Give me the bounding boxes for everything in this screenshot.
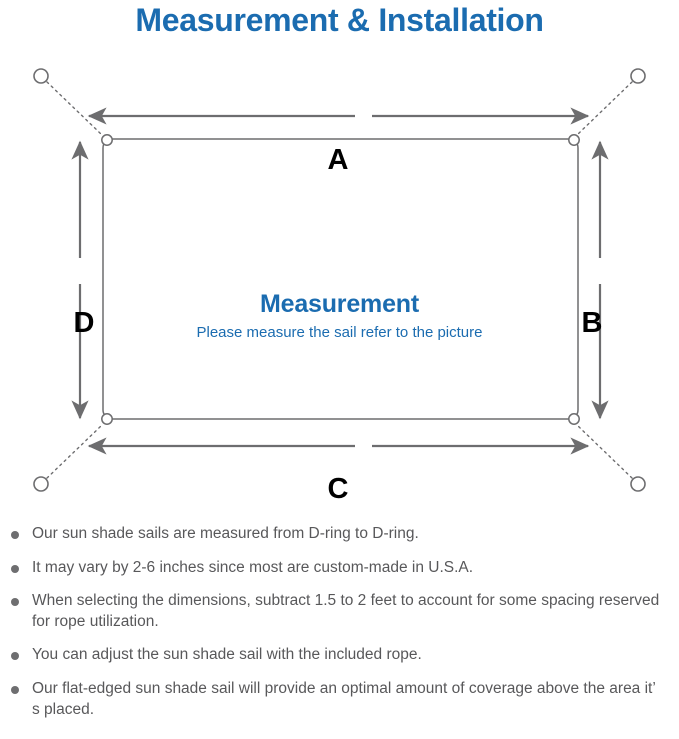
dimension-label-d: D [73, 307, 95, 339]
sail-center-title: Measurement [260, 290, 419, 318]
rope-line-bottom-left [46, 425, 102, 479]
bullet-icon [11, 598, 19, 607]
note-text: You can adjust the sun shade sail with t… [32, 646, 422, 664]
list-item: When selecting the dimensions, subtract … [0, 591, 679, 632]
bullet-icon [11, 652, 19, 661]
bullet-icon [11, 686, 19, 695]
notes-list: Our sun shade sails are measured from D-… [0, 524, 679, 733]
note-text: When selecting the dimensions, subtract … [32, 592, 660, 630]
dimension-label-b: B [581, 307, 603, 339]
diagram-svg [33, 68, 646, 492]
d-ring-top-right [568, 134, 580, 146]
anchor-ring-bottom-right [630, 476, 646, 492]
list-item: Our sun shade sails are measured from D-… [0, 524, 679, 545]
d-ring-bottom-left [101, 413, 113, 425]
rope-line-bottom-right [577, 425, 633, 479]
sail-measurement-diagram: Measurement Please measure the sail refe… [0, 46, 679, 516]
anchor-ring-top-left [33, 68, 49, 84]
note-text: Our flat-edged sun shade sail will provi… [32, 680, 671, 718]
dimension-label-a: A [327, 144, 349, 176]
anchor-ring-bottom-left [33, 476, 49, 492]
d-ring-top-left [101, 134, 113, 146]
sail-center-subtitle: Please measure the sail refer to the pic… [196, 324, 483, 341]
dimension-label-c: C [327, 473, 349, 505]
d-ring-bottom-right [568, 413, 580, 425]
bullet-icon [11, 531, 19, 539]
rope-line-top-right [577, 81, 633, 135]
note-text: Our sun shade sails are measured from D-… [32, 525, 419, 542]
anchor-ring-top-right [630, 68, 646, 84]
page-title: Measurement & Installation [135, 2, 544, 38]
sail-outline [102, 138, 579, 420]
list-item: Our flat-edged sun shade sail will provi… [0, 679, 679, 720]
bullet-icon [11, 564, 19, 573]
rope-line-top-left [46, 81, 102, 135]
list-item: It may vary by 2-6 inches since most are… [0, 558, 679, 579]
note-text: It may vary by 2-6 inches since most are… [32, 558, 474, 576]
list-item: You can adjust the sun shade sail with t… [0, 645, 679, 666]
